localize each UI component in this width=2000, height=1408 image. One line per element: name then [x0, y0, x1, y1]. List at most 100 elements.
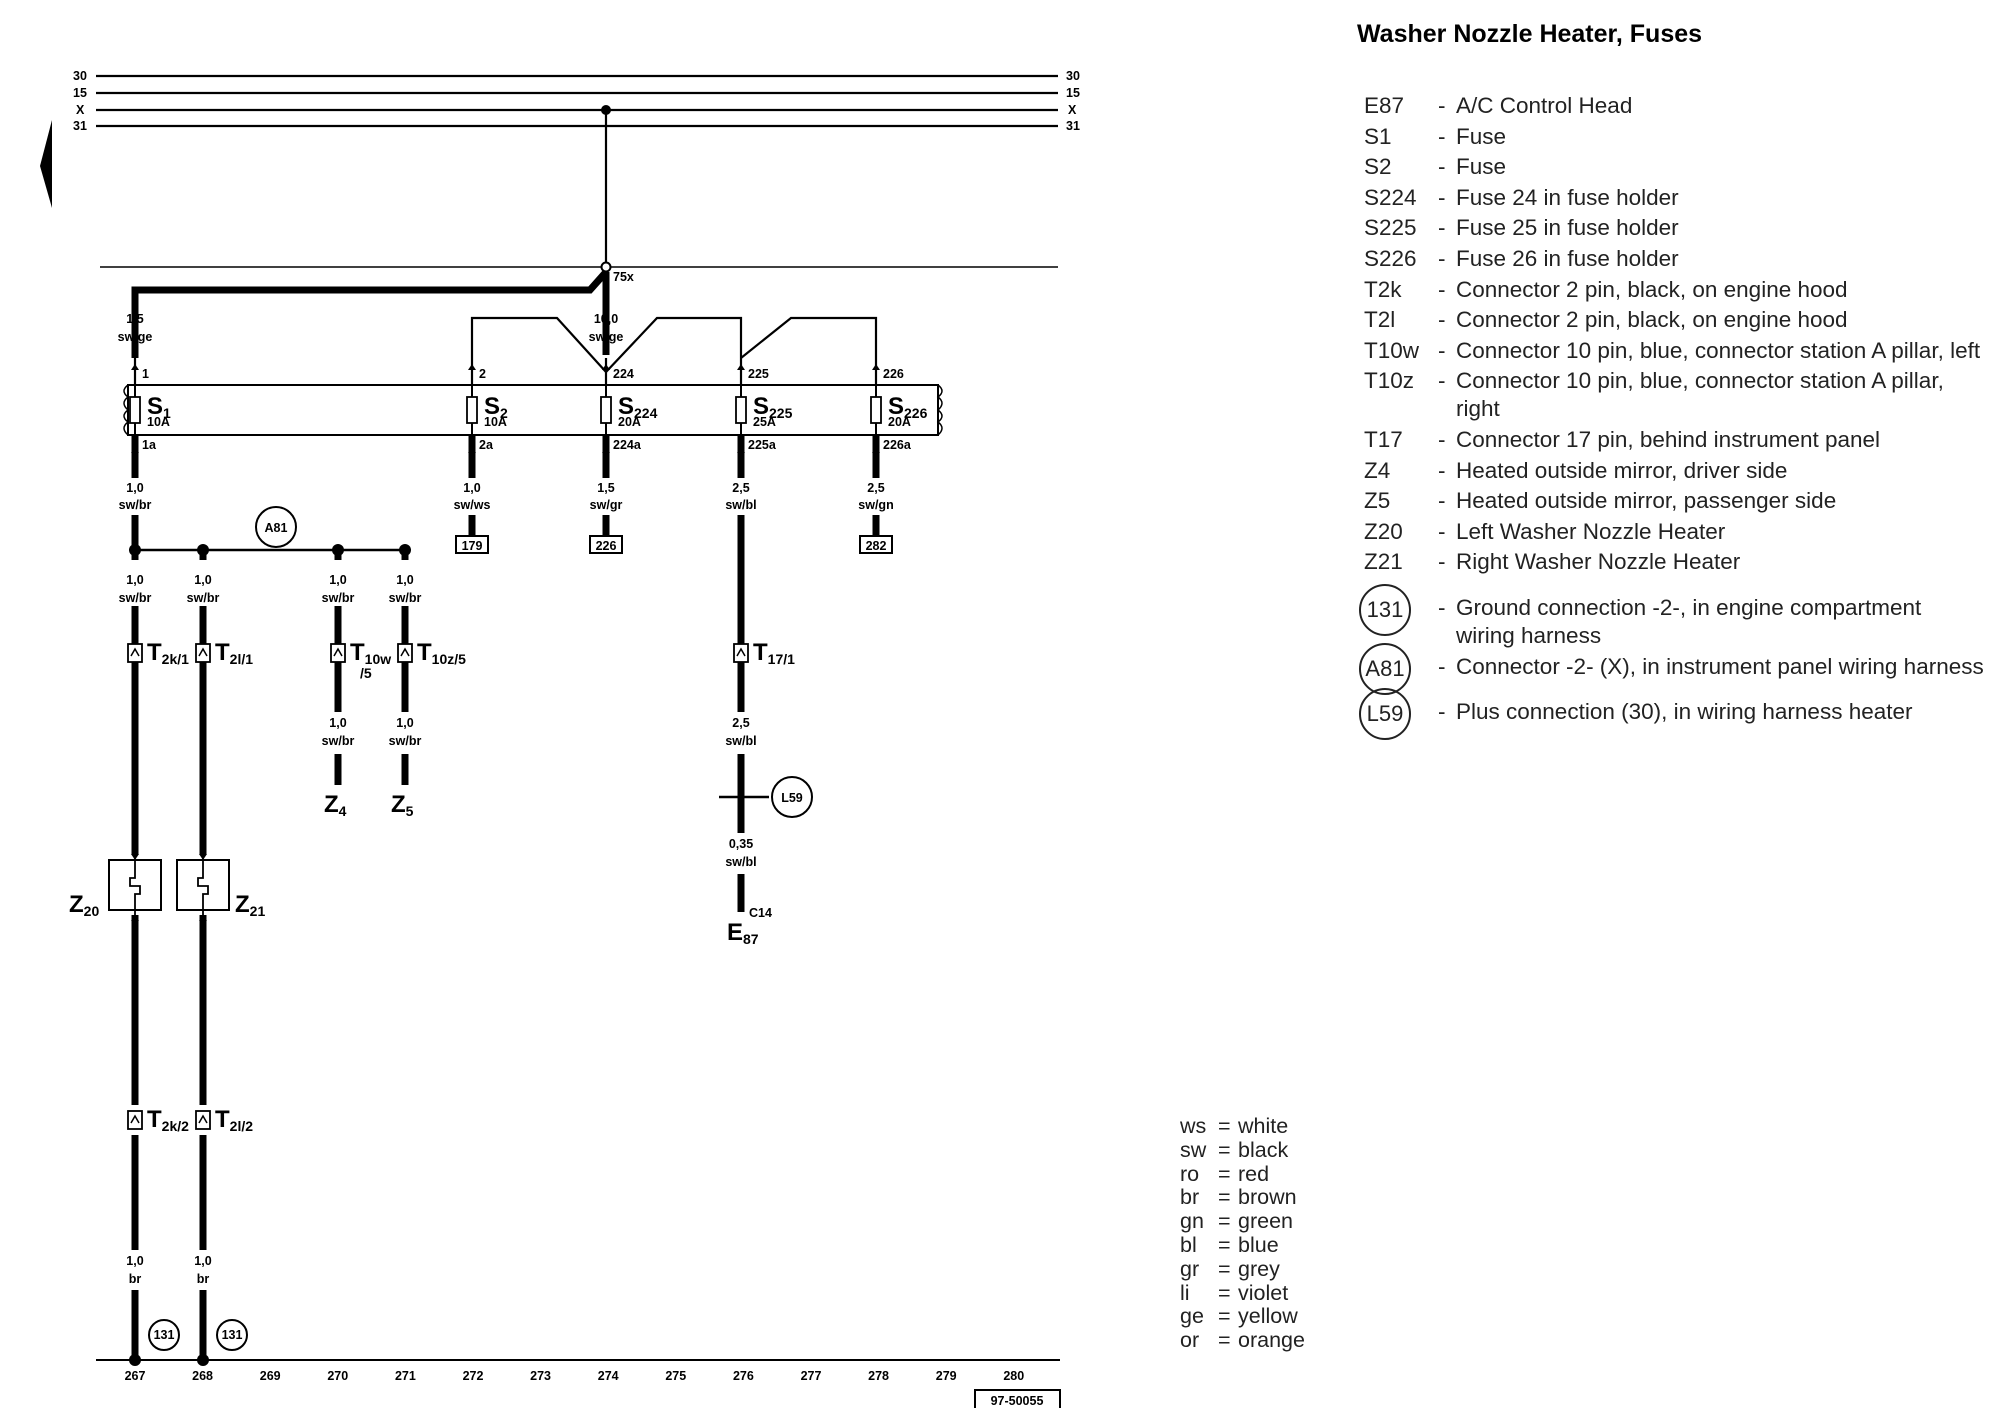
color-code-item: or=orange — [1180, 1328, 1305, 1353]
legend-description: Fuse — [1456, 154, 1507, 180]
legend-description: Right Washer Nozzle Heater — [1456, 549, 1741, 575]
color-name: black — [1238, 1137, 1289, 1162]
fuse-in-pin: 1 — [142, 367, 149, 381]
legend-code: S224 — [1364, 184, 1417, 210]
fuse-label: S2 — [484, 393, 508, 421]
wire-size: 1,0 — [194, 573, 211, 587]
legend-dash: - — [1438, 488, 1446, 514]
pin-arrow-icon — [131, 854, 139, 860]
fuse-label: S225 — [753, 393, 793, 421]
track-number: 275 — [665, 1369, 686, 1383]
wire-size: 2,5 — [732, 716, 749, 730]
fuse-holder — [127, 384, 939, 436]
fuse-rating: 25A — [753, 415, 776, 429]
svg-text:T17/1: T17/1 — [753, 639, 795, 667]
wire-size: 1,0 — [463, 481, 480, 495]
fuse-input-links — [470, 316, 878, 374]
wire-color: br — [129, 1272, 142, 1286]
legend-dash: - — [1438, 518, 1446, 544]
legend-description: Fuse 25 in fuse holder — [1456, 215, 1679, 241]
track-number: 274 — [598, 1369, 619, 1383]
svg-text:T2k/2: T2k/2 — [147, 1106, 189, 1134]
color-abbreviation: li — [1180, 1280, 1190, 1305]
color-code-item: gr=grey — [1180, 1256, 1280, 1281]
legend-item: T10w-Connector 10 pin, blue, connector s… — [1364, 337, 1984, 365]
color-name: green — [1238, 1209, 1293, 1234]
legend-dash: - — [1438, 123, 1446, 149]
legend-item: E87-A/C Control Head — [1364, 92, 1984, 120]
plus-connection: L59 — [781, 791, 803, 805]
bus-label: 15 — [73, 86, 87, 100]
fuse-out-pin: 2a — [479, 438, 494, 452]
previous-page-arrow-icon[interactable] — [40, 120, 52, 208]
bus-label: 31 — [1066, 119, 1080, 133]
wire-size: 1,0 — [396, 573, 413, 587]
component-label: Z5 — [391, 791, 414, 819]
legend-item: Z5-Heated outside mirror, passenger side — [1364, 487, 1984, 515]
legend-code: 131 — [1359, 584, 1438, 650]
wire-size: 2,5 — [732, 481, 749, 495]
connector: T2l/1 — [195, 639, 253, 667]
bus-label: X — [76, 103, 85, 117]
fuse-out-pin: 224a — [613, 438, 642, 452]
legend-item: S2-Fuse — [1364, 153, 1984, 181]
wire-size: 1,5 — [597, 481, 614, 495]
legend-item: L59-Plus connection (30), in wiring harn… — [1359, 687, 1984, 740]
bus-label: 30 — [1066, 69, 1080, 83]
legend-dash: - — [1438, 307, 1446, 333]
legend-item: T2k-Connector 2 pin, black, on engine ho… — [1364, 276, 1984, 304]
legend-code: S2 — [1364, 154, 1392, 180]
splice-a81: A81 — [255, 506, 297, 548]
legend-dash: - — [1438, 698, 1446, 724]
fuse-rating: 20A — [888, 415, 911, 429]
track-number: 278 — [868, 1369, 889, 1383]
fuse-out-pin: 226a — [883, 438, 912, 452]
wire-color: sw/bl — [725, 855, 756, 869]
fuse-rating: 10A — [147, 415, 170, 429]
wire-color: sw/br — [119, 498, 152, 512]
legend-code: L59 — [1359, 687, 1438, 740]
legend-description: Ground connection -2-, in engine compart… — [1456, 595, 1922, 649]
pin-arrow-icon — [737, 452, 745, 458]
connector: T2l/2 — [195, 1106, 253, 1134]
legend-dash: - — [1438, 368, 1446, 394]
legend-item: S226-Fuse 26 in fuse holder — [1364, 245, 1984, 273]
wire-color: sw/ge — [589, 330, 624, 344]
fuse-label: S226 — [888, 393, 928, 421]
pin-arrow-icon — [872, 364, 880, 370]
pin-arrow-icon — [737, 364, 745, 370]
legend-dash: - — [1438, 93, 1446, 118]
bus-label: 30 — [73, 69, 87, 83]
bus-labels-left: 30 15 X 31 — [73, 69, 87, 133]
svg-text:T2l/2: T2l/2 — [215, 1106, 253, 1134]
legend-dash: - — [1438, 245, 1446, 271]
pin-arrow-icon — [199, 854, 207, 860]
color-name: blue — [1238, 1232, 1279, 1257]
legend-item: S224-Fuse 24 in fuse holder — [1364, 184, 1984, 212]
svg-text:A81: A81 — [265, 521, 288, 535]
legend-item: Z4-Heated outside mirror, driver side — [1364, 457, 1984, 485]
color-abbreviation: ro — [1180, 1161, 1200, 1186]
pin-arrow-icon — [131, 452, 139, 458]
wire-size: 10,0 — [594, 312, 618, 326]
bus-label: 31 — [73, 119, 87, 133]
wire-size: 2,5 — [867, 481, 884, 495]
legend-code: Z21 — [1364, 549, 1403, 575]
color-code-item: bl=blue — [1180, 1232, 1279, 1257]
legend-code: T10w — [1364, 337, 1420, 363]
svg-text:/5: /5 — [360, 665, 372, 681]
legend-description: Heated outside mirror, driver side — [1456, 457, 1788, 483]
component-label: Z20 — [69, 891, 99, 919]
